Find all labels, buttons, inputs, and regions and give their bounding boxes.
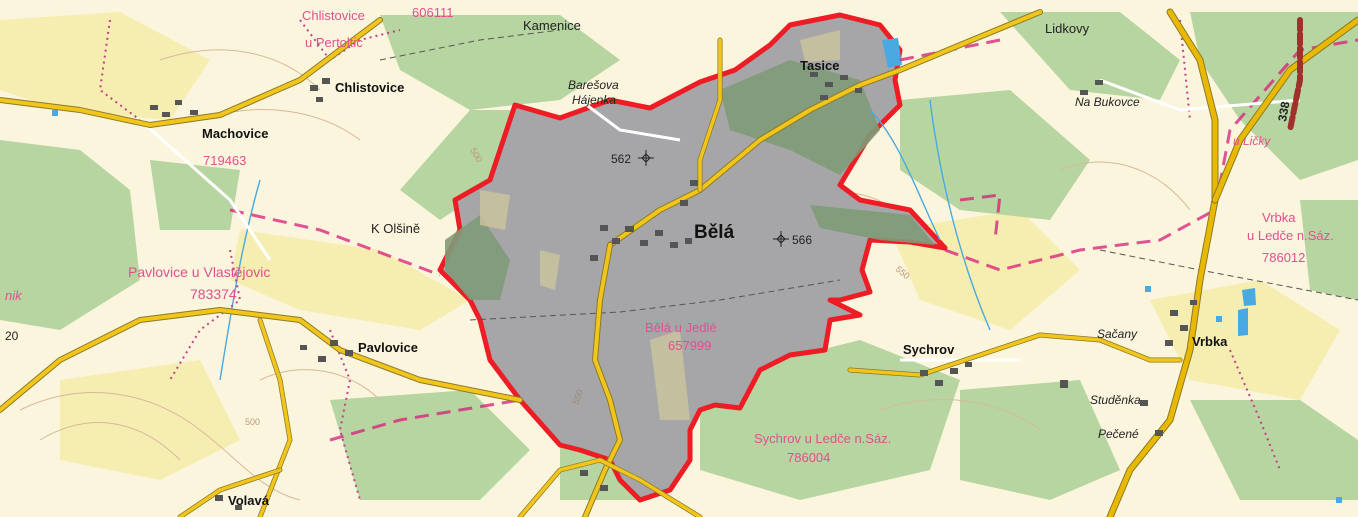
label-vrbka-cad-2: u Ledče n.Sáz. — [1247, 228, 1334, 243]
cadastral-boundaries — [98, 19, 1281, 501]
label-k-olsine: K Olšině — [371, 221, 420, 236]
label-hajenka: Hájenka — [572, 93, 616, 107]
label-chlistovice-cad-2: u Pertoltic — [305, 35, 363, 50]
main-roads — [0, 8, 1358, 517]
label-vrbka-cad-code: 786012 — [1262, 250, 1305, 265]
label-road-338: 338 — [1275, 100, 1292, 122]
forest-areas — [0, 12, 1358, 500]
label-studenka: Studěnka — [1090, 393, 1141, 407]
label-elevation-562: 562 — [611, 152, 631, 166]
label-chlistovice: Chlistovice — [335, 80, 404, 95]
label-top-code: 606111 — [412, 5, 453, 20]
water-bodies — [52, 38, 1342, 503]
label-pavlovice-cad-name: Pavlovice u Vlastějovic — [128, 264, 270, 280]
label-nik: nik — [5, 288, 23, 303]
label-baresova: Barešova — [568, 78, 619, 92]
label-sychrov-cad-name: Sychrov u Ledče n.Sáz. — [754, 431, 891, 446]
label-pecene: Pečené — [1098, 427, 1139, 441]
label-vrbka-cad-1: Vrbka — [1262, 210, 1296, 225]
label-bela-cadastral-code: 657999 — [668, 338, 711, 353]
streams — [219, 99, 991, 381]
label-pavlovice-cad-code: 783374 — [190, 286, 237, 302]
highlighted-meadows — [480, 30, 840, 420]
label-kamenice: Kamenice — [523, 18, 581, 33]
label-bela-cadastral-name: Bělá u Jedlé — [645, 320, 717, 335]
label-sychrov: Sychrov — [903, 342, 955, 357]
meadow-areas — [0, 12, 1340, 480]
label-vrbka: Vrbka — [1192, 334, 1228, 349]
label-sacany: Sačany — [1097, 327, 1138, 341]
label-chlistovice-cad-1: Chlistovice — [302, 8, 365, 23]
label-machovice: Machovice — [202, 126, 268, 141]
label-sychrov-cad-code: 786004 — [787, 450, 830, 465]
label-tasice: Tasice — [800, 58, 840, 73]
label-contour-5: 20 — [5, 329, 19, 343]
summit-566-icon — [773, 231, 789, 247]
summit-562-icon — [638, 150, 654, 166]
label-elevation-566: 566 — [792, 233, 812, 247]
label-contour-1: 500 — [245, 417, 260, 427]
label-contour-2: 550 — [570, 388, 585, 406]
buildings — [150, 72, 1197, 510]
label-bela: Bělá — [694, 222, 735, 243]
label-na-bukovce: Na Bukovce — [1075, 95, 1140, 109]
contour-lines — [19, 49, 1191, 501]
label-licka: u Ličky — [1233, 134, 1271, 148]
elevation-markers — [638, 150, 789, 247]
label-pavlovice: Pavlovice — [358, 340, 418, 355]
label-volava: Volavá — [228, 493, 270, 508]
label-machovice-code: 719463 — [203, 153, 246, 168]
label-lidkovy: Lidkovy — [1045, 21, 1090, 36]
